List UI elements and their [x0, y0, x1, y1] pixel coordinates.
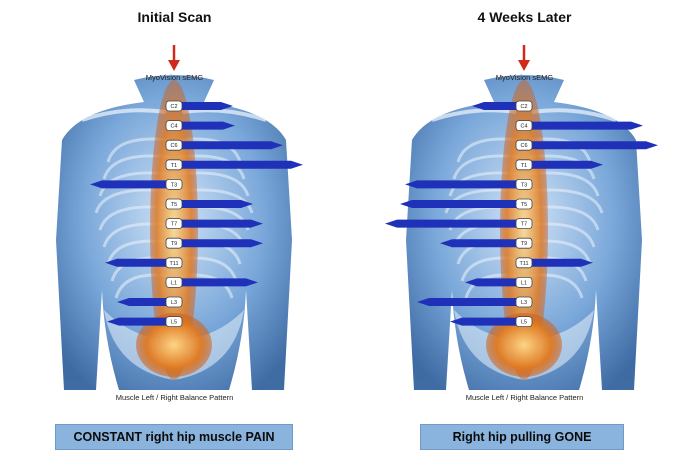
left-balance-arrow	[440, 239, 517, 248]
vertebra-label: C6	[520, 143, 527, 149]
right-balance-arrow	[181, 102, 233, 110]
vertebra-label: T9	[171, 241, 177, 247]
vertebra-label: T7	[521, 222, 527, 228]
vertebra-marker: L1	[165, 276, 183, 288]
vertebra-label: T3	[521, 182, 527, 188]
vertebra-marker: T3	[515, 178, 533, 190]
left-balance-arrow	[465, 278, 517, 287]
left-balance-arrow	[105, 258, 167, 267]
vertebra-marker: L5	[515, 316, 533, 328]
left-balance-arrow	[107, 317, 167, 326]
right-balance-arrow	[531, 141, 658, 150]
right-balance-arrow	[531, 160, 603, 169]
vertebra-label: L5	[521, 320, 527, 326]
summary-banner: Right hip pulling GONE	[420, 424, 624, 450]
left-balance-arrow	[450, 317, 517, 326]
right-balance-arrow	[181, 141, 283, 150]
vertebra-marker: L1	[515, 276, 533, 288]
vertebra-label: L1	[171, 280, 177, 286]
vertebra-label: T11	[519, 261, 528, 267]
vertebra-label: C2	[520, 104, 527, 110]
left-balance-arrow	[417, 298, 517, 306]
vertebra-marker: L5	[165, 316, 183, 328]
vertebra-marker: T1	[165, 159, 183, 171]
right-balance-arrow	[181, 219, 263, 228]
vertebra-marker: T1	[515, 159, 533, 171]
right-balance-arrow	[181, 200, 253, 208]
brand-label: MyoVision sEMG	[145, 73, 204, 82]
left-balance-arrow	[400, 200, 517, 208]
vertebra-marker: T5	[165, 198, 183, 210]
vertebra-marker: L3	[515, 296, 533, 308]
down-arrow-icon	[518, 45, 530, 71]
vertebra-marker: T11	[515, 257, 533, 269]
vertebra-marker: T9	[165, 237, 183, 249]
right-balance-arrow	[531, 121, 643, 130]
vertebra-marker: C6	[515, 139, 533, 151]
vertebra-marker: T7	[165, 218, 183, 230]
vertebra-label: C6	[170, 143, 177, 149]
vertebra-label: L3	[171, 300, 177, 306]
down-arrow-icon	[168, 45, 180, 71]
right-balance-arrow	[181, 239, 263, 248]
brand-label: MyoVision sEMG	[495, 73, 554, 82]
figure-caption: Muscle Left / Right Balance Pattern	[465, 393, 584, 402]
vertebra-marker: T7	[515, 218, 533, 230]
vertebra-marker: T9	[515, 237, 533, 249]
vertebra-label: T3	[171, 182, 177, 188]
panel-title: Initial Scan	[137, 9, 212, 25]
figure-caption: Muscle Left / Right Balance Pattern	[115, 393, 234, 402]
vertebra-label: C2	[170, 104, 177, 110]
vertebra-marker: C2	[515, 100, 533, 112]
vertebra-label: L3	[521, 300, 527, 306]
left-balance-arrow	[117, 298, 167, 306]
vertebra-marker: L3	[165, 296, 183, 308]
left-balance-arrow	[405, 180, 517, 189]
vertebra-label: T5	[171, 202, 177, 208]
vertebra-label: T11	[169, 261, 178, 267]
vertebra-label: L1	[521, 280, 527, 286]
left-balance-arrow	[385, 219, 517, 228]
vertebra-label: T7	[171, 222, 177, 228]
vertebra-label: T1	[171, 163, 177, 169]
summary-banner: CONSTANT right hip muscle PAIN	[55, 424, 293, 450]
vertebra-label: T1	[521, 163, 527, 169]
panel-title: 4 Weeks Later	[477, 9, 572, 25]
vertebra-marker: C4	[515, 120, 533, 131]
right-balance-arrow	[181, 121, 235, 130]
vertebra-label: T9	[521, 241, 527, 247]
vertebra-marker: T5	[515, 198, 533, 210]
left-balance-arrow	[90, 180, 167, 189]
right-balance-arrow	[531, 258, 593, 267]
vertebra-marker: T11	[165, 257, 183, 269]
vertebra-marker: T3	[165, 178, 183, 190]
vertebra-marker: C6	[165, 139, 183, 151]
vertebra-label: C4	[520, 124, 527, 130]
left-balance-arrow	[472, 102, 517, 110]
vertebra-label: C4	[170, 124, 177, 130]
vertebra-marker: C4	[165, 120, 183, 131]
right-balance-arrow	[181, 278, 258, 287]
vertebra-marker: C2	[165, 100, 183, 112]
right-balance-arrow	[181, 160, 303, 169]
vertebra-label: T5	[521, 202, 527, 208]
vertebra-label: L5	[171, 320, 177, 326]
